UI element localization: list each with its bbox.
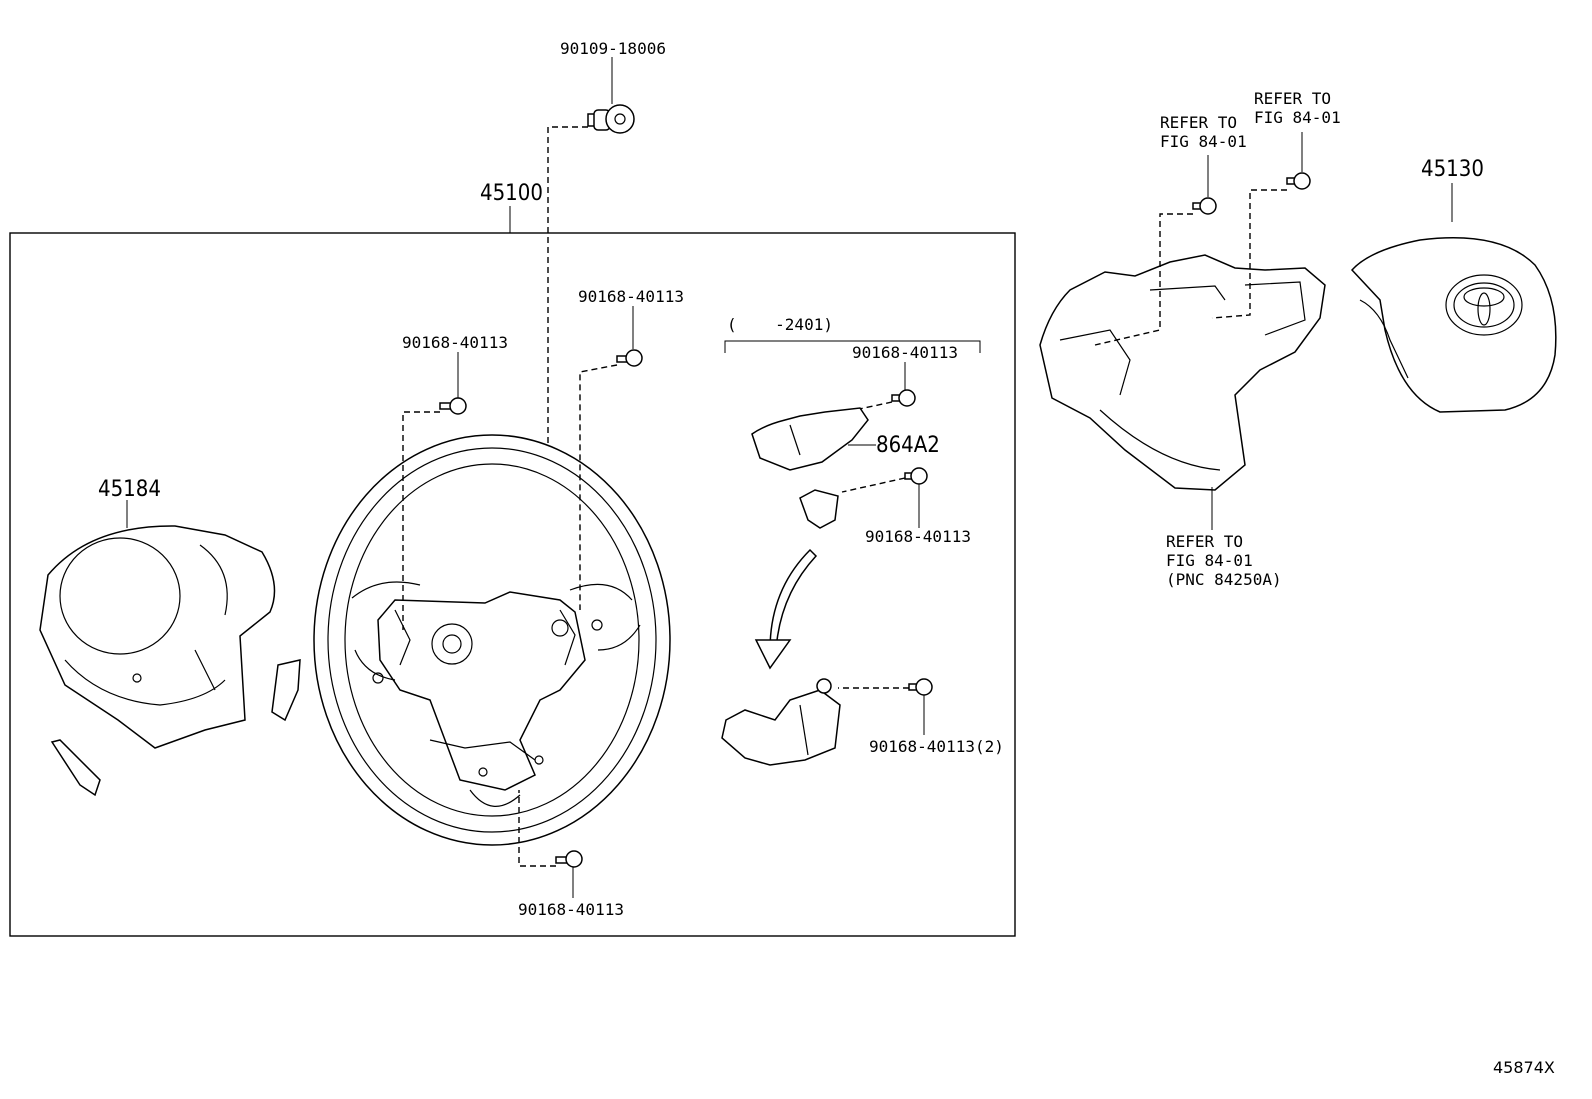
screw-upper-mid-dash bbox=[579, 364, 618, 610]
screw-right-2-dash bbox=[1211, 189, 1287, 319]
label-refer-3-line1: REFER TO bbox=[1166, 532, 1243, 551]
steering-switch-frame bbox=[1039, 254, 1326, 491]
label-refer-1-line2: FIG 84-01 bbox=[1160, 132, 1247, 151]
switch-clip bbox=[799, 489, 839, 529]
assembly-box bbox=[9, 232, 1016, 937]
label-screw-switch-bottom: 90168-40113(2) bbox=[869, 737, 1004, 756]
label-refer-2-line2: FIG 84-01 bbox=[1254, 108, 1341, 127]
screw-right-1 bbox=[1192, 197, 1217, 215]
screw-right-2 bbox=[1286, 172, 1311, 190]
label-screw-switch-top: 90168-40113 bbox=[852, 343, 958, 362]
label-screw-left: 90168-40113 bbox=[402, 333, 508, 352]
label-refer-1-line1: REFER TO bbox=[1160, 113, 1237, 132]
label-refer-3-line3: (PNC 84250A) bbox=[1166, 570, 1282, 589]
label-cover: 45184 bbox=[98, 477, 161, 502]
label-screw-switch-mid: 90168-40113 bbox=[865, 527, 971, 546]
screw-upper-mid bbox=[616, 349, 643, 367]
screw-left bbox=[439, 397, 467, 415]
screw-switch-top bbox=[891, 389, 916, 407]
screw-switch-bottom bbox=[908, 678, 933, 696]
cover-clip bbox=[271, 659, 301, 722]
switch-864A2 bbox=[751, 407, 869, 471]
label-range: ( -2401) bbox=[727, 315, 833, 334]
airbag bbox=[1350, 237, 1557, 413]
screw-switch-mid bbox=[904, 467, 928, 485]
range-bracket bbox=[724, 340, 981, 353]
screw-bottom bbox=[555, 850, 583, 868]
screw-left-dash bbox=[402, 411, 440, 630]
cover-part bbox=[39, 525, 276, 749]
screw-right-1-dash bbox=[1094, 213, 1193, 346]
screw-bottom-dash bbox=[518, 790, 556, 867]
label-airbag: 45130 bbox=[1421, 157, 1484, 182]
switch-assembly bbox=[721, 678, 841, 766]
bolt-top bbox=[587, 104, 635, 134]
label-bolt-top: 90109-18006 bbox=[560, 39, 666, 58]
label-assembly: 45100 bbox=[480, 181, 543, 206]
label-screw-upper-mid: 90168-40113 bbox=[578, 287, 684, 306]
figure-code: 45874X bbox=[1493, 1058, 1555, 1077]
label-screw-bottom: 90168-40113 bbox=[518, 900, 624, 919]
steering-wheel bbox=[313, 434, 671, 846]
arrow bbox=[754, 548, 818, 670]
label-refer-3-line2: FIG 84-01 bbox=[1166, 551, 1253, 570]
screw-switch-mid-dash bbox=[841, 477, 906, 493]
cover-trim bbox=[50, 739, 101, 797]
label-refer-2-line1: REFER TO bbox=[1254, 89, 1331, 108]
label-switch-part: 864A2 bbox=[876, 433, 940, 458]
